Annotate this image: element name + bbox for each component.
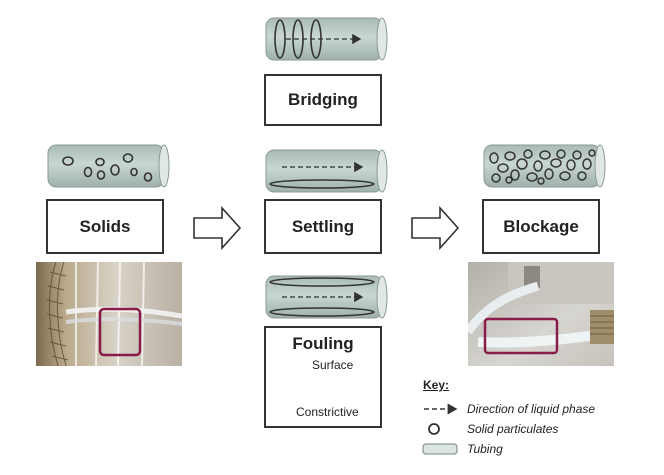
stage-box-blockage: Blockage (482, 199, 600, 254)
solids-tube (47, 144, 170, 188)
blockage-photo (468, 262, 614, 366)
key-tubing-label: Tubing (467, 442, 503, 456)
settling-tube (265, 149, 388, 193)
key-tubing-icon (422, 443, 458, 455)
solid-particulates (62, 153, 153, 182)
stage-box-settling: Settling (264, 199, 382, 254)
solids-photo (36, 262, 182, 366)
fouling-constrictive-label: Constrictive (296, 405, 359, 419)
key-particulate-icon (428, 423, 440, 435)
fouling-tube (265, 275, 388, 319)
solids-photo-highlight (98, 307, 142, 357)
stage-box-solids: Solids (46, 199, 164, 254)
fouling-surface-label: Surface (312, 358, 354, 372)
key-direction-label: Direction of liquid phase (467, 402, 596, 416)
arrow-settling-to-blockage (411, 205, 460, 251)
solids-photo-image (36, 262, 182, 366)
blockage-photo-highlight (483, 317, 559, 355)
bridging-tube (265, 17, 388, 61)
blockage-photo-image (468, 262, 614, 366)
blockage-tube (483, 144, 606, 188)
stage-box-fouling: Fouling (264, 326, 382, 428)
stage-label-fouling: Fouling (292, 334, 354, 353)
stage-label-blockage: Blockage (503, 216, 579, 236)
key-particulates-label: Solid particulates (467, 422, 559, 436)
stage-label-settling: Settling (291, 216, 355, 236)
stage-label-bridging: Bridging (288, 90, 358, 109)
key-title: Key: (423, 378, 450, 392)
arrow-solids-to-settling (193, 205, 242, 251)
stage-box-bridging: Bridging (264, 74, 382, 126)
stage-label-solids: Solids (79, 216, 131, 236)
